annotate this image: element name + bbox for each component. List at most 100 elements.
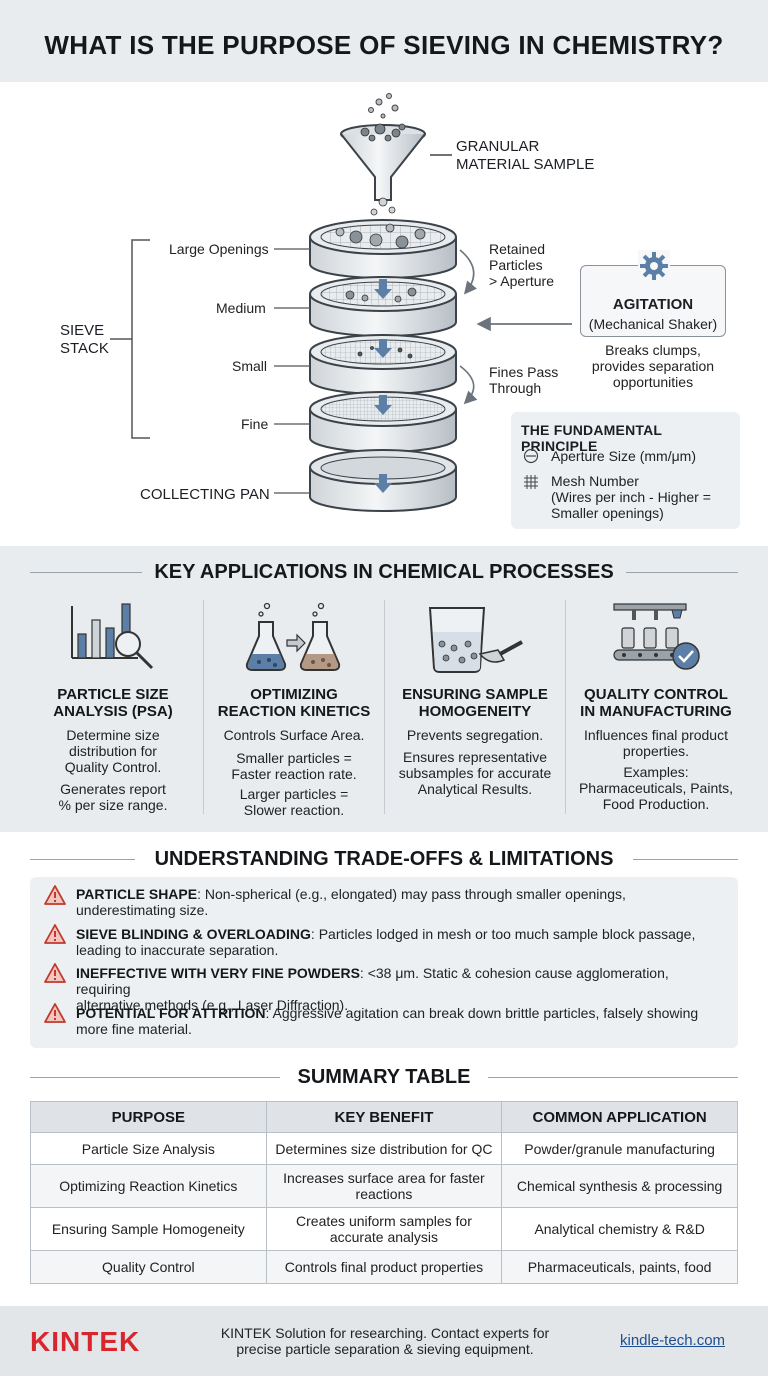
app-text-line: Food Production. [602, 796, 710, 812]
tradeoff-text: : <38 μm. Static & cohesion cause agglom… [76, 965, 669, 997]
tradeoff-text: : Non-spherical (e.g., elongated) may pa… [197, 886, 626, 902]
table-header-row: PURPOSE KEY BENEFIT COMMON APPLICATION [30, 1101, 738, 1133]
tradeoff-label: POTENTIAL FOR ATTRITION [76, 1005, 266, 1021]
tier-label-large: Large Openings [169, 241, 269, 257]
app-text-psa-2: Generates report % per size range. [23, 781, 203, 813]
column-header: COMMON APPLICATION [501, 1101, 738, 1133]
principle-title: THE FUNDAMENTAL PRINCIPLE [521, 422, 662, 454]
tier-label-small: Small [232, 358, 268, 374]
table-cell: Ensuring Sample Homogeneity [30, 1207, 267, 1251]
tradeoff-particle-shape: PARTICLE SHAPE: Non-spherical (e.g., elo… [76, 886, 726, 918]
table-row: Optimizing Reaction Kinetics Increases s… [30, 1164, 738, 1208]
app-text-line: Analytical Results. [417, 781, 533, 797]
app-text-line: Generates report [60, 781, 166, 797]
retained-label: Retained Particles > Aperture [489, 241, 554, 289]
website-link[interactable]: kindle-tech.com [620, 1332, 726, 1349]
app-text-line: Slower reaction. [243, 802, 345, 818]
retained-line: Retained [489, 241, 546, 257]
tradeoffs-box [30, 877, 738, 1048]
mesh-line: (Wires per inch - Higher = [551, 489, 711, 505]
table-cell: Controls final product properties [265, 1250, 503, 1284]
retained-line: Particles [489, 257, 543, 273]
app-title-line: PARTICLE SIZE [57, 686, 169, 703]
fines-label: Fines Pass Through [489, 364, 558, 396]
table-cell: Determines size distribution for QC [265, 1132, 503, 1165]
fines-line: Through [489, 380, 542, 396]
app-text-homogeneity-2: Ensures representative subsamples for ac… [385, 749, 565, 797]
footer-text-line: KINTEK Solution for researching. Contact… [220, 1325, 550, 1341]
agitation-subtitle: (Mechanical Shaker) [588, 316, 718, 332]
app-text-line: Ensures representative [403, 749, 547, 765]
app-title-line: IN MANUFACTURING [580, 703, 732, 720]
column-header: PURPOSE [30, 1101, 267, 1133]
column-divider [384, 600, 385, 814]
summary-title: SUMMARY TABLE [297, 1066, 471, 1088]
app-title-kinetics: OPTIMIZING REACTION KINETICS [204, 686, 384, 720]
tradeoff-sieve-blinding: SIEVE BLINDING & OVERLOADING: Particles … [76, 926, 726, 958]
app-title-line: OPTIMIZING [250, 686, 338, 703]
app-title-homogeneity: ENSURING SAMPLE HOMOGENEITY [385, 686, 565, 720]
agitation-desc-line: provides separation [591, 358, 715, 374]
divider-line [488, 1077, 738, 1078]
app-text-kinetics-3: Larger particles = Slower reaction. [204, 786, 384, 818]
table-cell: Optimizing Reaction Kinetics [30, 1164, 267, 1208]
stack-label-line: STACK [60, 340, 109, 357]
header-bar: WHAT IS THE PURPOSE OF SIEVING IN CHEMIS… [0, 0, 768, 82]
footer-text-line: precise particle separation & sieving eq… [236, 1341, 534, 1357]
cell-line: Increases surface area for faster [283, 1170, 485, 1186]
table-row: Particle Size Analysis Determines size d… [30, 1132, 738, 1165]
flask-reaction-icon [245, 602, 341, 671]
fines-line: Fines Pass [489, 364, 559, 380]
app-text-psa-1: Determine size distribution for Quality … [23, 727, 203, 775]
app-text-kinetics-2: Smaller particles = Faster reaction rate… [204, 750, 384, 782]
tradeoff-fine-powders: INEFFECTIVE WITH VERY FINE POWDERS: <38 … [76, 965, 726, 1013]
page-title: WHAT IS THE PURPOSE OF SIEVING IN CHEMIS… [44, 30, 724, 60]
app-title-psa: PARTICLE SIZE ANALYSIS (PSA) [23, 686, 203, 720]
divider-line [30, 572, 142, 573]
mesh-grid-icon [524, 475, 538, 489]
app-text-line: Quality Control. [64, 759, 162, 775]
divider-line [30, 859, 135, 860]
app-text-kinetics-1: Controls Surface Area. [223, 727, 365, 743]
table-cell: Analytical chemistry & R&D [501, 1207, 738, 1251]
table-row: Quality Control Controls final product p… [30, 1250, 738, 1284]
cell-line: reactions [355, 1186, 413, 1202]
footer-bar [0, 1306, 768, 1376]
tradeoffs-title: UNDERSTANDING TRADE-OFFS & LIMITATIONS [154, 848, 614, 870]
bar-chart-magnifier-icon [71, 603, 154, 670]
cell-line: Creates uniform samples for [296, 1213, 472, 1229]
table-cell: Creates uniform samples for accurate ana… [265, 1207, 503, 1251]
summary-table: PURPOSE KEY BENEFIT COMMON APPLICATION P… [30, 1101, 738, 1284]
gear-icon [638, 250, 670, 282]
tier-label-medium: Medium [216, 300, 266, 316]
kintek-logo[interactable]: KINTEK [30, 1326, 141, 1357]
aperture-icon [523, 448, 539, 464]
column-header: KEY BENEFIT [265, 1101, 503, 1133]
agitation-desc-line: opportunities [612, 374, 694, 390]
app-text-line: properties. [622, 743, 690, 759]
table-cell: Quality Control [30, 1250, 267, 1284]
tradeoff-text: more fine material. [76, 1021, 192, 1037]
table-cell: Pharmaceuticals, paints, food [501, 1250, 738, 1284]
app-text-line: % per size range. [58, 797, 168, 813]
divider-line [633, 859, 738, 860]
app-title-line: ANALYSIS (PSA) [53, 703, 173, 720]
app-text-line: Examples: [623, 764, 689, 780]
production-line-icon [613, 603, 700, 670]
app-text-line: Larger particles = [239, 786, 349, 802]
beaker-scoop-icon [428, 607, 523, 673]
footer-text: KINTEK Solution for researching. Contact… [190, 1325, 580, 1357]
retained-line: > Aperture [489, 273, 554, 289]
tier-label-fine: Fine [241, 416, 269, 432]
tradeoff-text: alternative methods (e.g., Laser Diffrac… [76, 997, 349, 1013]
sample-label: GRANULAR MATERIAL SAMPLE [456, 138, 594, 174]
sample-label-line: MATERIAL SAMPLE [456, 156, 595, 173]
agitation-box: AGITATION (Mechanical Shaker) [580, 250, 726, 337]
tradeoff-text: : Aggressive agitation can break down br… [265, 1005, 699, 1021]
table-cell: Chemical synthesis & processing [501, 1164, 738, 1208]
app-title-line: HOMOGENEITY [418, 703, 532, 720]
agitation-desc-line: Breaks clumps, [605, 342, 701, 358]
app-text-line: subsamples for accurate [398, 765, 552, 781]
app-text-qc-1: Influences final product properties. [566, 727, 746, 759]
mesh-text: Mesh Number (Wires per inch - Higher = S… [551, 473, 711, 521]
